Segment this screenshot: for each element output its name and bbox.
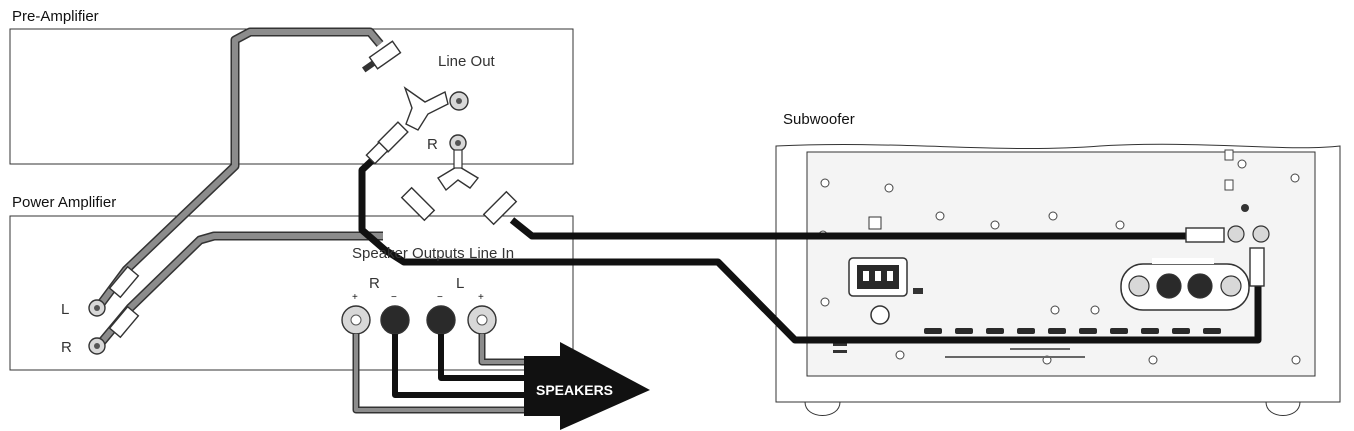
subwoofer-foot-right <box>1265 401 1301 416</box>
speaker-outputs-label: Speaker Outputs <box>352 245 465 262</box>
plus-left-label: + <box>352 292 358 303</box>
cable-black-upper <box>509 217 1188 240</box>
subwoofer-line-in-jacks <box>1227 225 1270 243</box>
fine-print <box>833 343 1085 358</box>
power-switch <box>870 305 890 325</box>
trigger-jack <box>1241 204 1249 212</box>
line-in-label: Line In <box>469 245 514 262</box>
settings-switches <box>1224 149 1249 212</box>
r-outputs-label: R <box>369 275 380 292</box>
l-outputs-label: L <box>456 275 464 292</box>
r-input-label: R <box>61 339 72 356</box>
terminal-r-minus <box>380 305 410 335</box>
y-adapter-preamp <box>403 86 449 131</box>
switch-one <box>1224 149 1234 161</box>
minus-right-label: − <box>437 292 443 303</box>
speakers-label: SPEAKERS <box>536 382 613 398</box>
speaker-wires <box>352 334 525 414</box>
l-input-label: L <box>61 301 69 318</box>
speaker-level-inputs <box>1120 258 1250 311</box>
rca-plugs <box>361 40 1265 287</box>
pre-amplifier: Pre-Amplifier <box>9 8 574 165</box>
subwoofer-label: Subwoofer <box>783 111 855 128</box>
vent-slots <box>924 328 1221 334</box>
power-inlet <box>848 257 923 325</box>
power-amp-inputs <box>88 265 140 355</box>
pre-amplifier-label: Pre-Amplifier <box>12 8 99 25</box>
r-preamp-label: R <box>427 136 438 153</box>
pre-amplifier-panel <box>9 28 574 165</box>
sub-plug-right <box>1249 247 1265 287</box>
power-amplifier-label: Power Amplifier <box>12 194 116 211</box>
plus-right-label: + <box>478 292 484 303</box>
sub-rca-jack-left <box>1227 225 1245 243</box>
cable-black-lower <box>358 152 1262 344</box>
sub-rca-jack-right <box>1252 225 1270 243</box>
minus-left-label: − <box>391 292 397 303</box>
fuse-holder <box>868 216 882 230</box>
speaker-terminals <box>341 305 497 335</box>
speakers-arrow <box>524 342 650 430</box>
switch-two <box>1224 179 1234 191</box>
subwoofer-foot-left <box>804 401 841 416</box>
line-out-label: Line Out <box>438 53 496 70</box>
y-adapter-lower <box>437 165 480 192</box>
terminal-l-minus <box>426 305 456 335</box>
sub-plug-left <box>1185 227 1225 243</box>
